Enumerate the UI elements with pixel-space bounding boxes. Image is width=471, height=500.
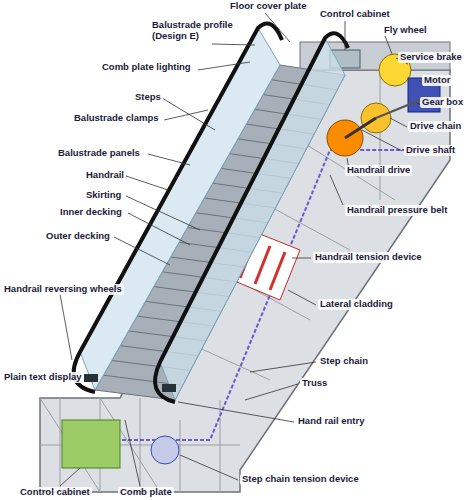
part-label: Lateral cladding [318, 299, 395, 310]
part-label: Comb plate lighting [100, 62, 193, 73]
part-label: Handrail tension device [313, 252, 424, 263]
part-label: Hand rail entry [296, 416, 367, 427]
part-label: Inner decking [58, 207, 124, 218]
part-label: Handrail pressure belt [345, 205, 449, 216]
part-label: Steps [133, 92, 163, 103]
balustrade-panel-right [160, 38, 345, 400]
plain-text-display [84, 374, 98, 382]
leader-lines [60, 13, 428, 486]
part-label: Balustrade clamps [72, 113, 160, 124]
part-label: Control cabinet [318, 9, 392, 20]
part-label: Fly wheel [382, 25, 429, 36]
part-label: Drive chain [408, 121, 463, 132]
part-label: Comb plate [118, 487, 174, 498]
drive-chain [376, 100, 420, 118]
part-label: Handrail drive [345, 165, 412, 176]
part-label: Handrail [84, 170, 126, 181]
part-label: Step chain [318, 356, 370, 367]
part-label: Control cabinet [18, 487, 92, 498]
part-label: Balustrade panels [56, 148, 142, 159]
part-label: Balustrade profile (Design E) [150, 20, 249, 42]
part-label: Service brake [398, 52, 464, 63]
part-label: Step chain tension device [240, 474, 361, 485]
plain-text-display-right [162, 384, 176, 392]
tension-wheel [151, 436, 179, 464]
part-label: Truss [300, 378, 329, 389]
part-label: Gear box [420, 97, 465, 108]
part-label: Floor cover plate [228, 1, 309, 12]
control-cabinet-lower [62, 420, 120, 468]
part-label: Skirting [84, 190, 123, 201]
part-label: Handrail reversing wheels [2, 284, 124, 295]
part-label: Plain text display [2, 372, 84, 383]
part-label: Drive shaft [404, 145, 457, 156]
part-label: Motor [422, 75, 452, 86]
part-label: Outer decking [44, 231, 112, 242]
handrail-right [155, 33, 348, 402]
